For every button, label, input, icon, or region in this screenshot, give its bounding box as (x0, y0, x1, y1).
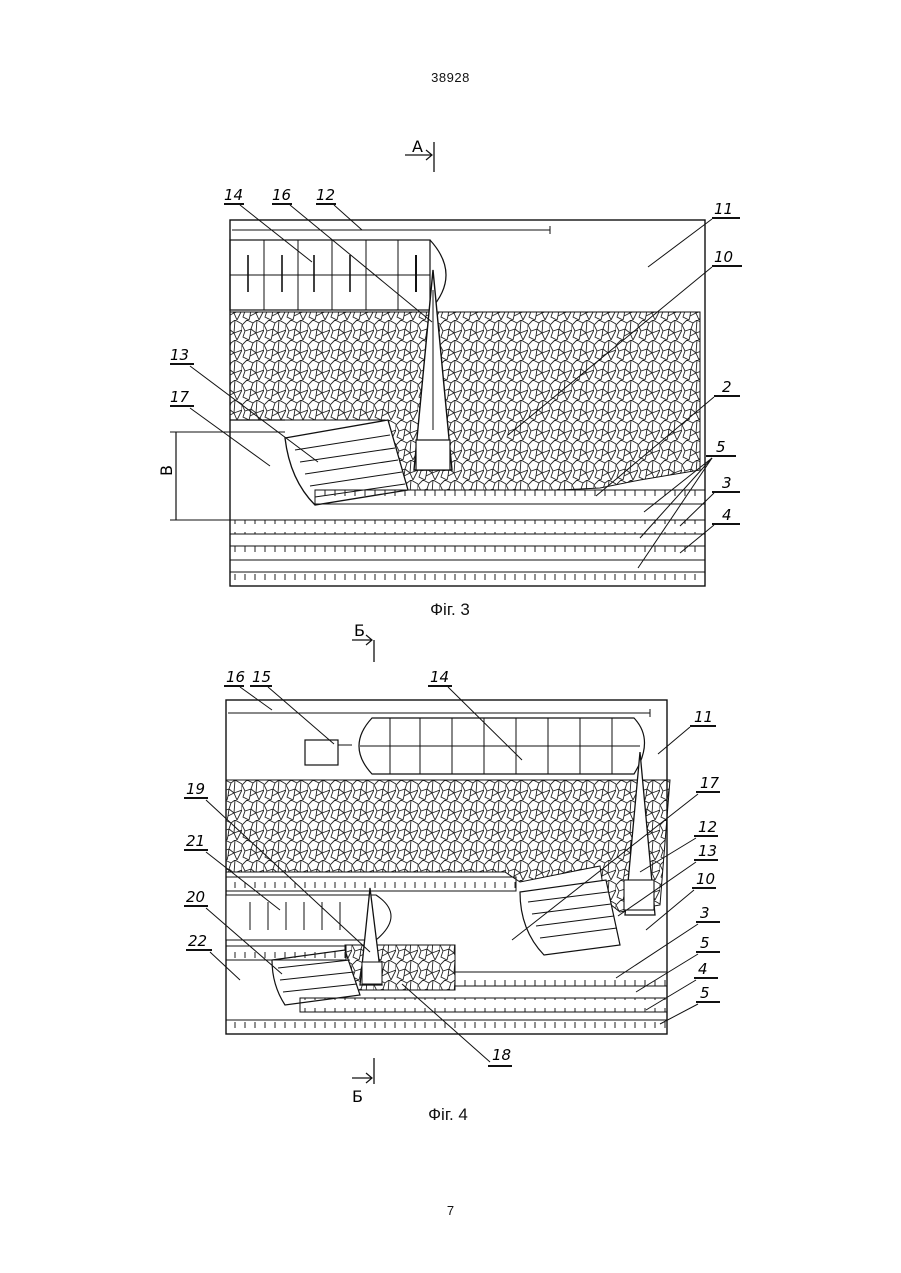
svg-text:14: 14 (430, 668, 449, 686)
svg-text:18: 18 (492, 1046, 511, 1064)
svg-text:11: 11 (694, 708, 713, 726)
svg-text:10: 10 (696, 870, 715, 888)
section-mark-b-bottom: Б (352, 1058, 374, 1106)
svg-text:15: 15 (252, 668, 271, 686)
fig4-caption: Фіг. 4 (348, 1105, 548, 1125)
svg-text:16: 16 (226, 668, 245, 686)
page-number: 7 (0, 1203, 901, 1218)
fig4-drum-right (520, 880, 620, 955)
svg-text:Б: Б (354, 621, 365, 640)
figure-4-drawing: Б Б (0, 0, 901, 1140)
svg-text:17: 17 (700, 774, 720, 792)
section-mark-b-top: Б (352, 621, 374, 662)
svg-text:3: 3 (700, 904, 710, 922)
svg-text:21: 21 (186, 832, 205, 850)
svg-text:Б: Б (352, 1087, 363, 1106)
svg-text:19: 19 (186, 780, 205, 798)
fig4-support-row (359, 718, 645, 774)
svg-text:12: 12 (698, 818, 717, 836)
svg-text:5: 5 (700, 934, 710, 952)
svg-text:22: 22 (188, 932, 207, 950)
svg-text:13: 13 (698, 842, 717, 860)
svg-text:5: 5 (700, 984, 710, 1002)
svg-text:4: 4 (698, 960, 708, 978)
svg-text:20: 20 (186, 888, 205, 906)
